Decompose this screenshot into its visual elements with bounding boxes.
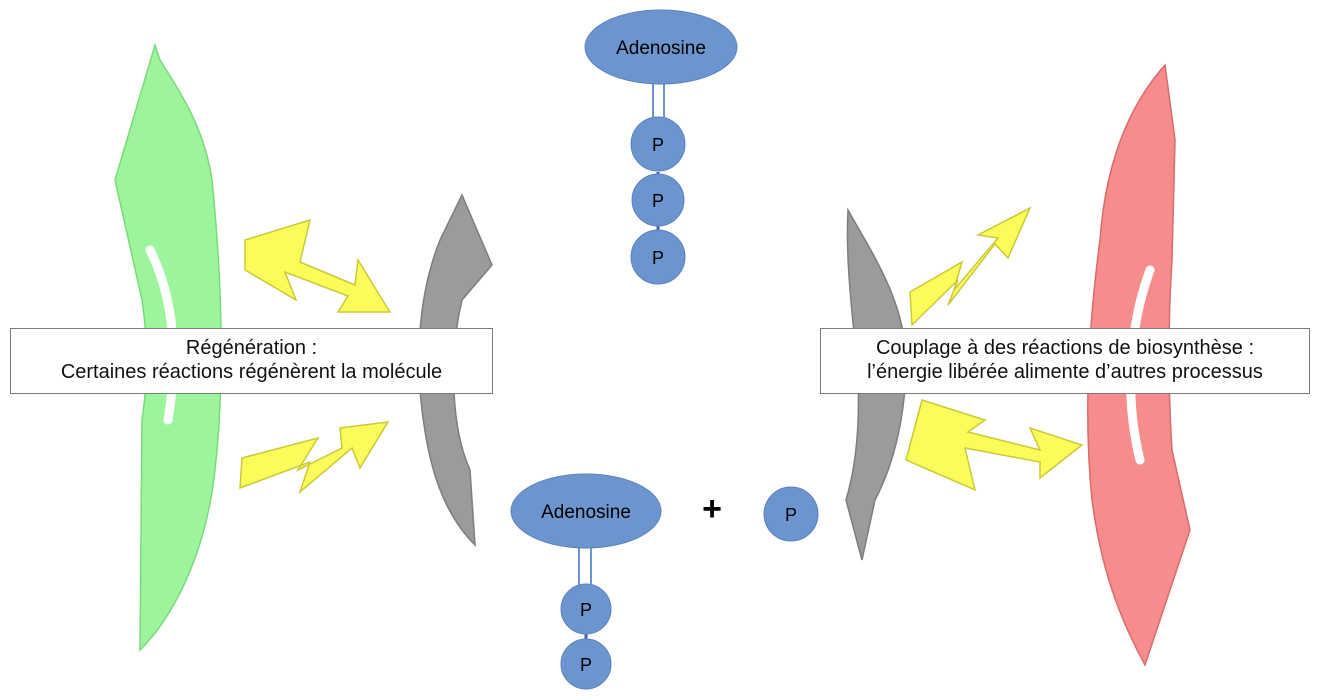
atp-phosphate [630, 116, 686, 172]
atp-phosphate-label: P [652, 135, 664, 155]
adp-adenosine [510, 473, 662, 549]
adp-molecule: Adenosine P P [510, 473, 662, 690]
lightning-bolt-icon [244, 218, 392, 313]
regeneration-title: Régénération : [185, 337, 318, 359]
atp-phosphate-label: P [652, 248, 664, 268]
atp-phosphate-label: P [652, 191, 664, 211]
free-phosphate-label: P [785, 505, 797, 525]
adp-phosphate [560, 583, 612, 635]
lightning-bolt-icon [905, 399, 1084, 492]
adp-phosphate-label: P [580, 655, 592, 675]
coupling-text: l’énergie libérée alimente d’autres proc… [867, 361, 1263, 383]
atp-molecule: Adenosine P P P [584, 9, 738, 285]
adp-adenosine-label: Adenosine [541, 502, 631, 523]
coupling-label-box: Couplage à des réactions de biosynthèse … [820, 328, 1310, 394]
regeneration-label-box: Régénération : Certaines réactions régén… [10, 328, 493, 394]
lightning-bolt-icon [909, 206, 1032, 327]
adp-phosphate [560, 638, 612, 690]
plus-sign: + [702, 490, 722, 528]
atp-phosphate [630, 229, 686, 285]
regeneration-text: Certaines réactions régénèrent la molécu… [60, 361, 443, 383]
atp-adenosine-label: Adenosine [616, 38, 706, 59]
lightning-bolt-icon [239, 421, 390, 495]
coupling-title: Couplage à des réactions de biosynthèse … [875, 337, 1255, 359]
adp-phosphate-label: P [580, 600, 592, 620]
atp-phosphate [631, 173, 685, 227]
free-phosphate [763, 486, 819, 542]
atp-adenosine [584, 9, 738, 85]
